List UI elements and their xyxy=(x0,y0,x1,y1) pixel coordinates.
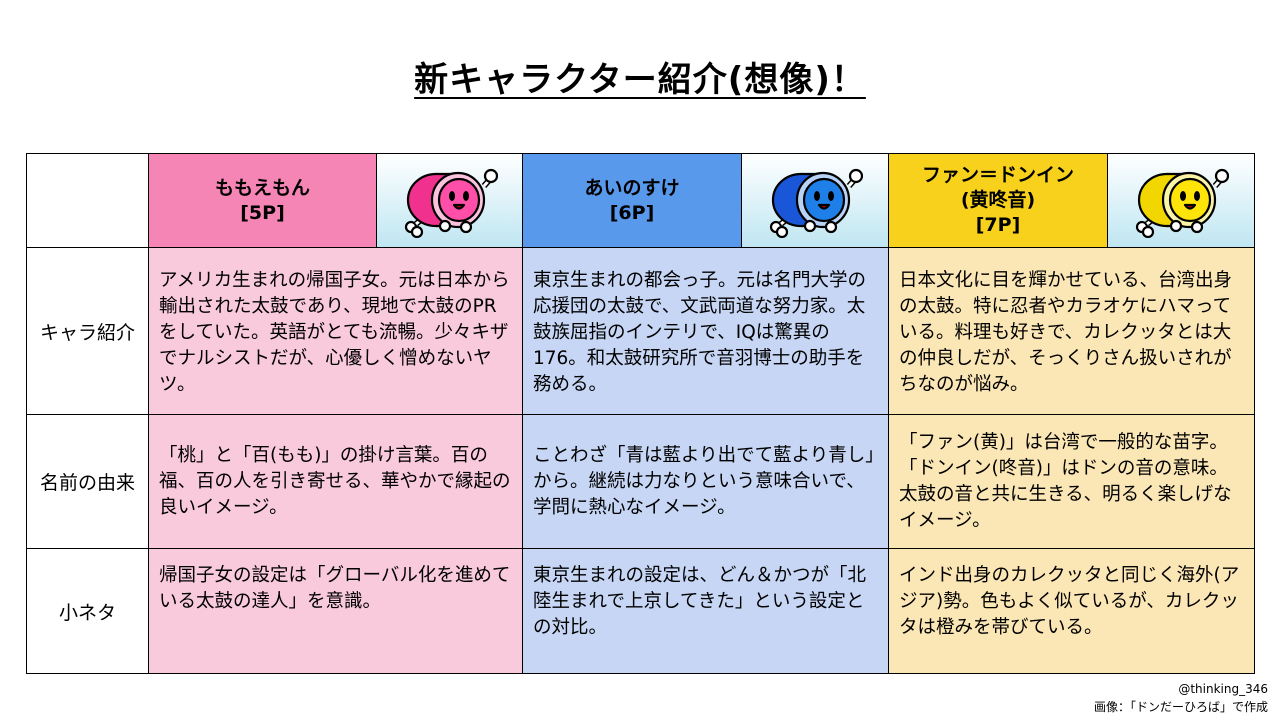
fan-donin-trivia: インド出身のカレクッタと同じく海外(アジア)勢。色もよく似ているが、カレクッタは… xyxy=(888,548,1255,674)
row-label-name-origin: 名前の由来 xyxy=(26,414,149,549)
image-source-credit: 画像：「ドンだーひろば」で作成 xyxy=(1093,700,1268,714)
header-momoemon: ももえもん [5P] xyxy=(148,153,523,248)
ainosuke-intro: 東京生まれの都会っ子。元は名門大学の応援団の太鼓で、文武両道な努力家。太鼓族屈指… xyxy=(522,247,889,415)
ainosuke-name-origin: ことわざ「青は藍より出でて藍より青し」から。継続は力なりという意味合いで、学問に… xyxy=(522,414,889,549)
momoemon-intro: アメリカ生まれの帰国子女。元は日本から輸出された太鼓であり、現地で太鼓のPRをし… xyxy=(148,247,523,415)
table-row: 小ネタ 帰国子女の設定は「グローバル化を進めている太鼓の達人」を意識。 東京生ま… xyxy=(26,548,1255,674)
ainosuke-trivia: 東京生まれの設定は、どん＆かつが「北陸生まれで上京してきた」という設定との対比。 xyxy=(522,548,889,674)
character-name: あいのすけ [6P] xyxy=(523,154,742,247)
blue-taiko-drum-icon xyxy=(742,154,888,247)
character-name: ももえもん [5P] xyxy=(149,154,377,247)
header-row: ももえもん [5P] xyxy=(26,153,1255,248)
header-fan-donin: ファン＝ドンイン (黄咚音) [7P] xyxy=(888,153,1255,248)
pink-taiko-drum-icon xyxy=(377,154,522,247)
corner-cell xyxy=(26,153,149,248)
row-label-trivia: 小ネタ xyxy=(26,548,149,674)
fan-donin-intro: 日本文化に目を輝かせている、台湾出身の太鼓。特に忍者やカラオケにハマっている。料… xyxy=(888,247,1255,415)
fan-donin-name-origin: 「ファン(黄)」は台湾で一般的な苗字。「ドンイン(咚音)」はドンの音の意味。太鼓… xyxy=(888,414,1255,549)
table-row: 名前の由来 「桃」と「百(もも)」の掛け言葉。百の福、百の人を引き寄せる、華やか… xyxy=(26,414,1255,549)
row-label-intro: キャラ紹介 xyxy=(26,247,149,415)
header-ainosuke: あいのすけ [6P] xyxy=(522,153,889,248)
character-name: ファン＝ドンイン (黄咚音) [7P] xyxy=(889,154,1108,247)
momoemon-trivia: 帰国子女の設定は「グローバル化を進めている太鼓の達人」を意識。 xyxy=(148,548,523,674)
character-table: ももえもん [5P] xyxy=(26,153,1255,674)
table-row: キャラ紹介 アメリカ生まれの帰国子女。元は日本から輸出された太鼓であり、現地で太… xyxy=(26,247,1255,415)
author-credit: @thinking_346 xyxy=(1178,682,1268,696)
yellow-taiko-drum-icon xyxy=(1108,154,1254,247)
page-title: 新キャラクター紹介(想像)！ xyxy=(414,60,866,100)
momoemon-name-origin: 「桃」と「百(もも)」の掛け言葉。百の福、百の人を引き寄せる、華やかで縁起の良い… xyxy=(148,414,523,549)
